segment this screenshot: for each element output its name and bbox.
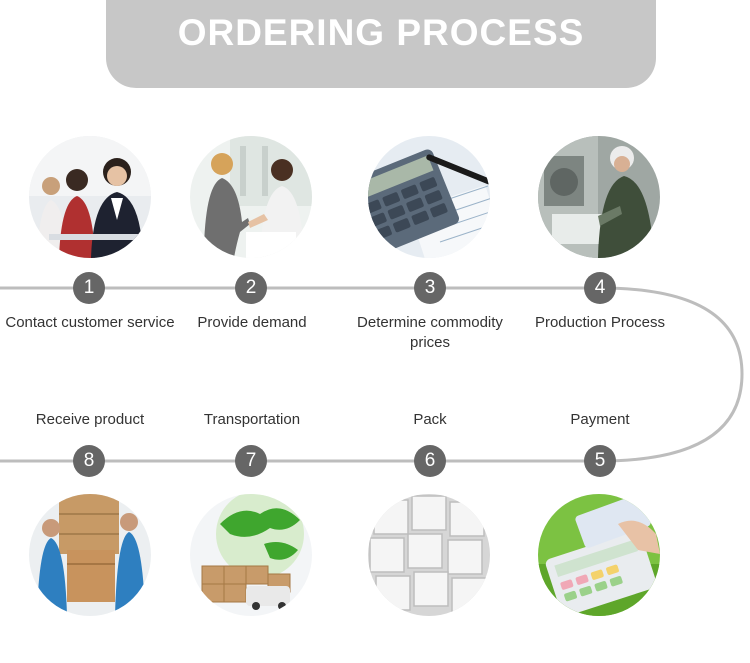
step-3-badge: 3 [414,272,446,304]
factory-worker-photo [538,136,660,258]
step-6-label: Pack [413,411,447,428]
step-2-badge: 2 [235,272,267,304]
step-5-badge: 5 [584,445,616,477]
step-7-badge: 7 [235,445,267,477]
white-boxes-photo [368,494,490,616]
step-7-label: Transportation [203,411,301,428]
step-6-badge: 6 [414,445,446,477]
step-4-badge: 4 [584,272,616,304]
step-8-label: Receive product [35,411,145,428]
delivery-men-photo [29,494,151,616]
calculator-photo [368,136,490,258]
step-1-label: Contact customer service [5,314,175,331]
step-3-label: Determine commodity prices [357,314,503,351]
customer-service-photo [29,136,151,258]
step-8-badge: 8 [73,445,105,477]
step-5-label: Payment [570,411,630,428]
step-4-label: Production Process [534,314,666,331]
step-1-badge: 1 [73,272,105,304]
page-title: ORDERING PROCESS [177,12,585,53]
step-2-label: Provide demand [197,314,307,331]
globe-shipping-photo [190,494,312,616]
handshake-photo [190,136,312,258]
title-banner: ORDERING PROCESS [106,0,656,88]
card-payment-photo [538,494,660,616]
